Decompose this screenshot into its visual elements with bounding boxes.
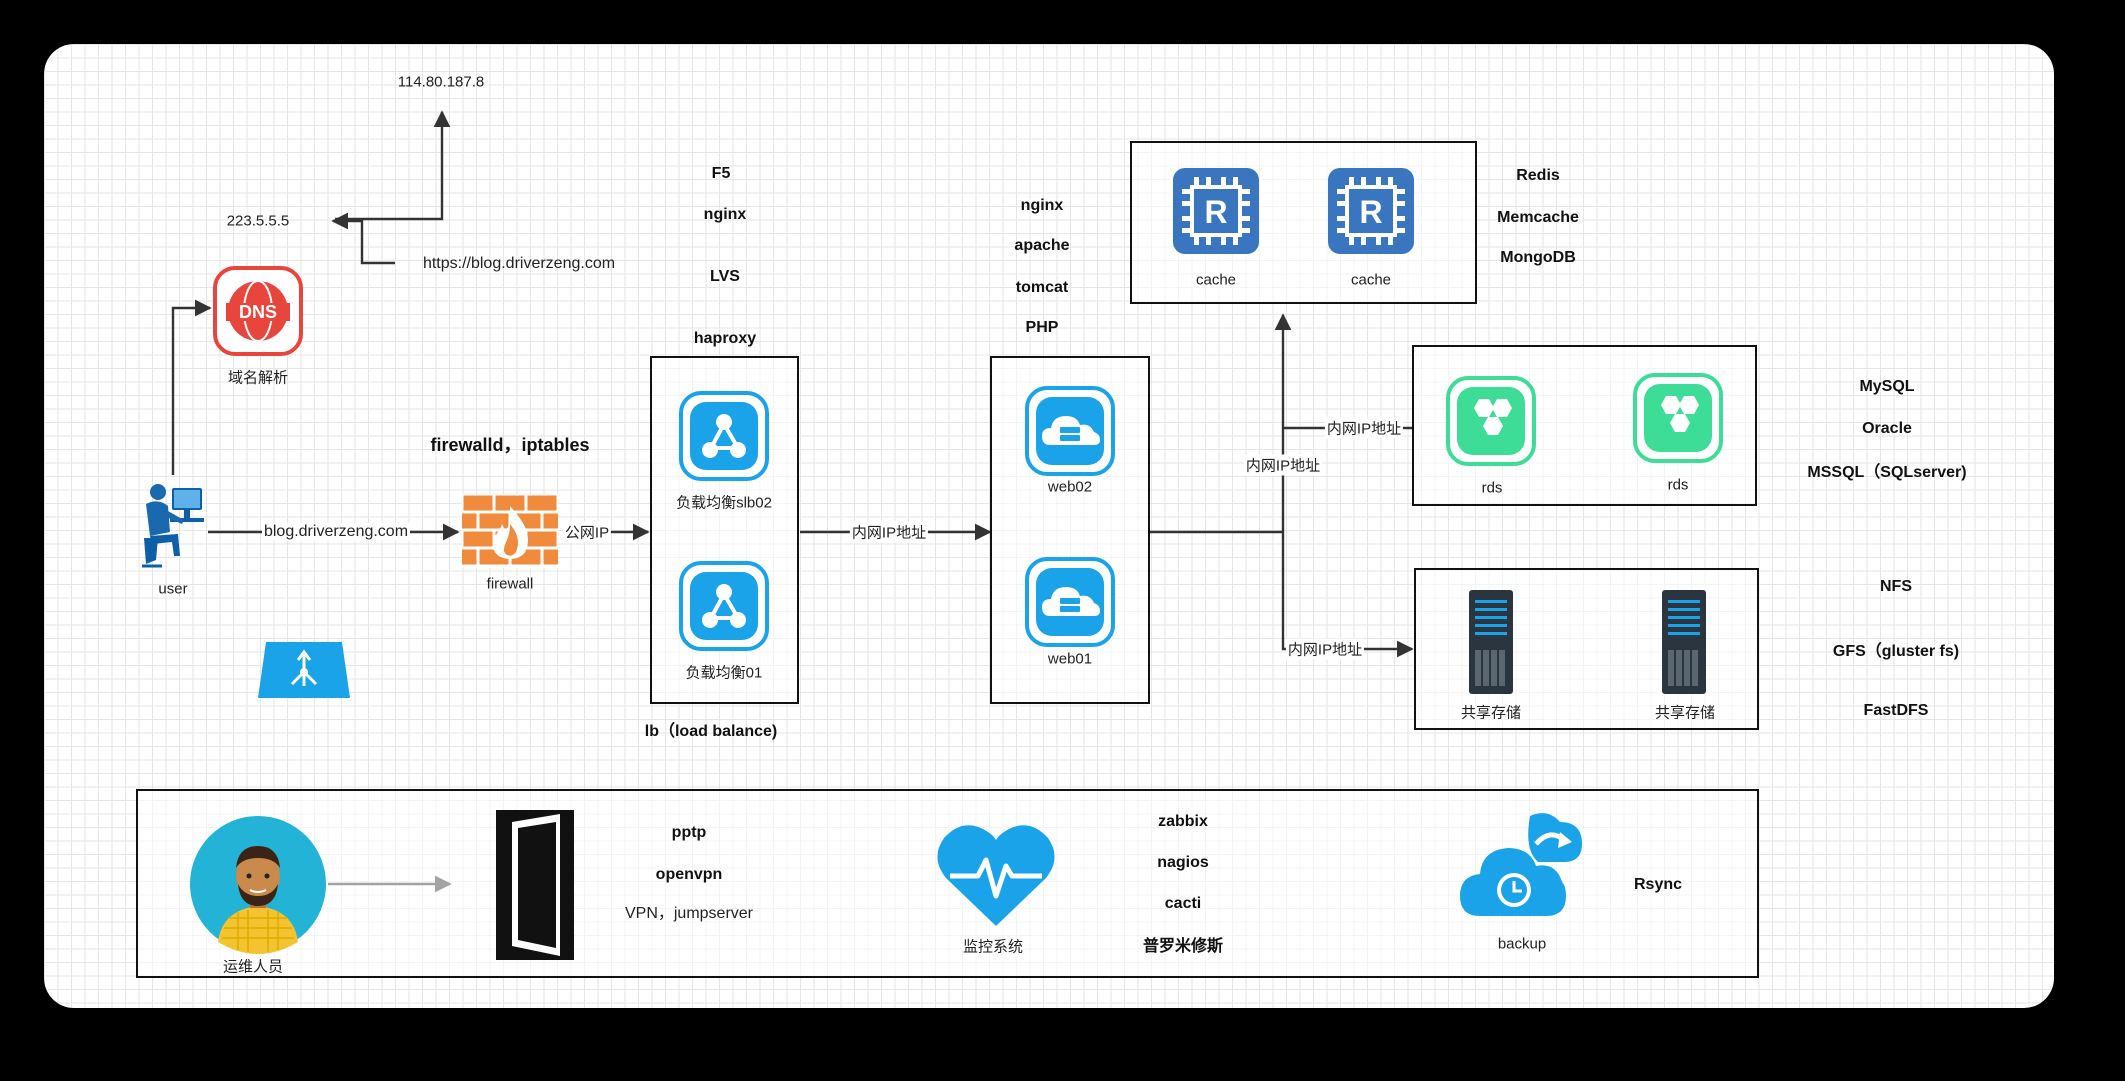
dns-label: 域名解析 [227, 369, 289, 387]
rds-icon[interactable] [1632, 372, 1724, 464]
lb-tech-nginx: nginx [703, 206, 747, 223]
jumpserver-door-icon[interactable] [496, 810, 574, 962]
storage-tech-nfs: NFS [1880, 578, 1912, 595]
cache-tech-memcache: Memcache [1497, 209, 1579, 226]
web-tech-nginx: nginx [1020, 197, 1064, 214]
backup-cloud-icon[interactable] [1460, 810, 1584, 928]
rds-node-label-2: rds [1667, 476, 1689, 494]
cache-tech-redis: Redis [1516, 167, 1560, 184]
rds-icon[interactable] [1445, 375, 1537, 467]
vpn-tech-jumpserver: VPN，jumpserver [624, 905, 754, 922]
lb-tech-lvs: LVS [710, 268, 740, 285]
user-icon[interactable] [138, 480, 208, 570]
monitor-heart-icon[interactable] [936, 822, 1056, 928]
db-tech-mysql: MySQL [1859, 378, 1915, 395]
web-tech-php: PHP [1025, 319, 1059, 336]
ops-person-avatar[interactable] [188, 814, 328, 954]
db-tech-mssql: MSSQL（SQLserver) [1807, 464, 1967, 481]
rds-link-label: 内网IP地址 [1324, 417, 1404, 439]
lb-node-label-1: 负载均衡slb02 [676, 494, 772, 512]
storage-tech-fastdfs: FastDFS [1863, 702, 1929, 719]
dns-badge-text: DNS [239, 302, 277, 322]
public-ip-text: 114.80.187.8 [397, 73, 485, 91]
lb-tech-haproxy: haproxy [693, 330, 757, 347]
firewall-icon[interactable] [444, 492, 576, 568]
storage-server-icon[interactable] [1662, 590, 1706, 694]
vpn-tech-pptp: pptp [671, 824, 707, 841]
vpn-tech-openvpn: openvpn [655, 866, 723, 883]
storage-server-icon[interactable] [1469, 590, 1513, 694]
monitor-tech-zabbix: zabbix [1158, 813, 1208, 830]
ops-person-label: 运维人员 [222, 958, 284, 976]
redis-badge: R [1359, 194, 1382, 230]
web-node-label-2: web01 [1047, 650, 1093, 668]
dns-ip-text: 223.5.5.5 [226, 212, 290, 230]
user-label: user [158, 580, 188, 598]
router-icon[interactable] [258, 642, 350, 698]
web-server-icon[interactable] [1024, 385, 1116, 477]
redis-badge: R [1204, 194, 1227, 230]
lb-tech-f5: F5 [711, 165, 731, 182]
public-ip-label: 公网IP [562, 521, 612, 543]
monitor-label: 监控系统 [962, 938, 1024, 956]
web-server-icon[interactable] [1024, 556, 1116, 648]
lb-node-icon[interactable] [678, 390, 770, 482]
blog-url-text: https://blog.driverzeng.com [422, 255, 616, 272]
cache-node-label-2: cache [1350, 271, 1392, 289]
lb-caption: lb（load balance) [644, 723, 778, 740]
firewall-label: firewall [486, 575, 534, 593]
lb-node-label-2: 负载均衡01 [685, 664, 763, 682]
monitor-tech-cacti: cacti [1164, 895, 1202, 912]
lb-node-icon[interactable] [678, 560, 770, 652]
lb-web-link-label: 内网IP地址 [849, 521, 929, 543]
backup-tech-rsync: Rsync [1633, 876, 1683, 893]
redis-chip-icon[interactable]: R [1170, 165, 1262, 257]
rds-link-label-2: 内网IP地址 [1243, 454, 1323, 476]
monitor-tech-nagios: nagios [1157, 854, 1209, 871]
storage-node-label-2: 共享存储 [1654, 704, 1716, 722]
web-tech-apache: apache [1014, 237, 1070, 254]
storage-tech-gfs: GFS（gluster fs) [1832, 643, 1960, 660]
backup-label: backup [1497, 935, 1547, 953]
domain-link-label: blog.driverzeng.com [261, 523, 411, 541]
redis-chip-icon[interactable]: R [1325, 165, 1417, 257]
storage-link-label: 内网IP地址 [1285, 638, 1365, 660]
monitor-tech-prometheus: 普罗米修斯 [1142, 938, 1224, 955]
dns-icon[interactable]: DNS [212, 265, 304, 357]
cache-node-label-1: cache [1195, 271, 1237, 289]
web-tech-tomcat: tomcat [1015, 279, 1069, 296]
db-tech-oracle: Oracle [1862, 420, 1912, 437]
web-node-label-1: web02 [1047, 478, 1093, 496]
firewall-tools-text: firewalld，iptables [430, 435, 590, 455]
storage-node-label-1: 共享存储 [1460, 704, 1522, 722]
rds-node-label-1: rds [1481, 479, 1503, 497]
cache-tech-mongodb: MongoDB [1500, 249, 1576, 266]
